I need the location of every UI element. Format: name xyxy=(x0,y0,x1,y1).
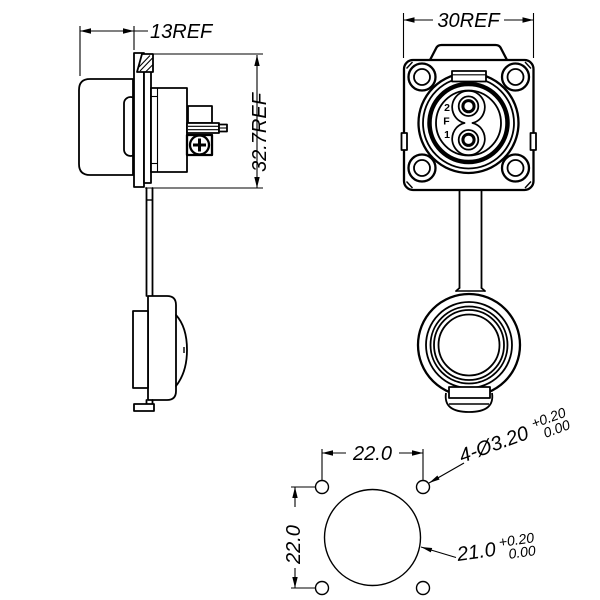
center-hole-tol-upper: +0.20 xyxy=(498,529,536,550)
panel-hole xyxy=(314,479,330,495)
dim-22-horizontal-label: 22.0 xyxy=(352,443,392,465)
insert-marking-1: 1 xyxy=(444,129,450,141)
panel-cutout: 22.0 22.0 4-Ø3.20 +0.20 0.00 xyxy=(283,404,572,596)
center-hole-label: 21.0 xyxy=(455,539,498,566)
panel-hole xyxy=(415,580,431,596)
dim-32-7ref-label: 32.7REF xyxy=(249,91,271,172)
flange-tab-hatched xyxy=(136,53,154,73)
latch-slot xyxy=(451,70,487,83)
side-view: 13REF 32.7REF xyxy=(78,21,271,412)
mounting-holes-label: 4-Ø3.20 xyxy=(456,422,531,467)
rear-housing xyxy=(150,87,188,173)
dim-32-7ref: 32.7REF xyxy=(145,53,271,189)
dim-22-horizontal: 22.0 xyxy=(321,443,424,480)
panel-hole xyxy=(314,580,330,596)
dim-22-vertical: 22.0 xyxy=(283,486,316,589)
flange-notch-right xyxy=(529,132,537,151)
flange-corner-marks xyxy=(405,61,532,189)
flange-notch-left xyxy=(400,132,408,151)
cap-bottom-tab xyxy=(448,386,491,399)
insert-marking-f: F xyxy=(443,116,450,128)
contact-pin-bottom xyxy=(457,129,480,151)
lanyard-strap-front xyxy=(455,189,486,292)
terminal-block xyxy=(187,105,213,124)
contact-pin-top xyxy=(457,95,480,117)
mounting-hole xyxy=(500,62,531,92)
contact-insert: 2 F 1 xyxy=(443,90,486,156)
dim-13ref: 13REF xyxy=(79,21,214,76)
mounting-hole xyxy=(407,62,437,92)
fixing-screw xyxy=(185,133,214,157)
flange-mounting-holes xyxy=(407,62,531,183)
dust-cap-front xyxy=(416,292,522,413)
flange-top-tab xyxy=(428,43,509,61)
center-hole-tol-lower: 0.00 xyxy=(507,542,536,562)
panel-hole xyxy=(415,479,431,495)
insert-marking-2: 2 xyxy=(444,102,450,114)
flange-plate-side xyxy=(133,52,145,188)
callout-mounting-holes: 4-Ø3.20 +0.20 0.00 xyxy=(428,404,572,484)
solder-terminals xyxy=(186,122,228,134)
lanyard-strap-side xyxy=(145,187,154,297)
mounting-hole xyxy=(500,153,531,183)
panel-center-hole xyxy=(323,488,422,587)
dim-30ref-label: 30REF xyxy=(437,10,501,32)
front-view: 30REF xyxy=(400,10,537,413)
mounting-hole xyxy=(407,153,437,183)
dim-30ref: 30REF xyxy=(402,10,535,58)
connector-body xyxy=(78,78,134,176)
dust-cap-side xyxy=(132,295,188,412)
callout-center-hole: 21.0 +0.20 0.00 xyxy=(420,529,537,566)
dim-13ref-label: 13REF xyxy=(150,21,214,43)
gasket-plate xyxy=(143,56,152,184)
dim-22-vertical-label: 22.0 xyxy=(283,525,305,565)
